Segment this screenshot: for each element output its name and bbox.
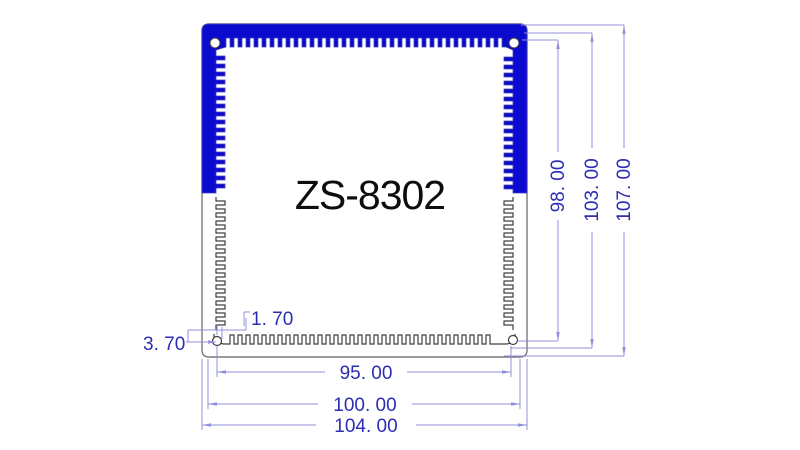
left-wall-serration [215, 197, 226, 330]
profile-blue-body [201, 23, 528, 194]
dimension-arrow [502, 370, 511, 374]
mounting-hole-left [211, 335, 223, 347]
dimension-arrow [590, 339, 594, 348]
right-wall-serration [503, 197, 514, 330]
dim-1-70-label: 1. 70 [251, 309, 293, 330]
top-left-corner-notch [209, 37, 221, 49]
model-number-label: ZS-8302 [295, 172, 445, 218]
dimension-arrow [622, 25, 626, 34]
dim-95-label: 95. 00 [340, 363, 393, 384]
dim-103-label: 103. 00 [582, 158, 603, 221]
dimension-arrow [590, 33, 594, 42]
extrusion-profile [201, 23, 528, 358]
dimension-arrow [556, 332, 560, 341]
dimension-arrow [208, 340, 217, 344]
dimension-arrow [202, 423, 211, 427]
dim-107-label: 107. 00 [614, 158, 635, 221]
dim-104-label: 104. 00 [334, 416, 397, 437]
dimension-arrow [217, 370, 226, 374]
dim-3-70-label: 3. 70 [143, 334, 185, 355]
dimension-arrow [556, 40, 560, 49]
top-right-corner-notch [508, 37, 520, 49]
dimension-arrow [511, 402, 520, 406]
dimension-arrow [208, 402, 217, 406]
dim-98-label: 98. 00 [548, 160, 569, 213]
dim-100-label: 100. 00 [333, 395, 396, 416]
dimension-arrow [622, 347, 626, 356]
floor-serration [213, 333, 516, 345]
dimension-lines [186, 24, 626, 430]
mounting-hole-right [507, 334, 519, 346]
dimension-arrow [518, 423, 527, 427]
